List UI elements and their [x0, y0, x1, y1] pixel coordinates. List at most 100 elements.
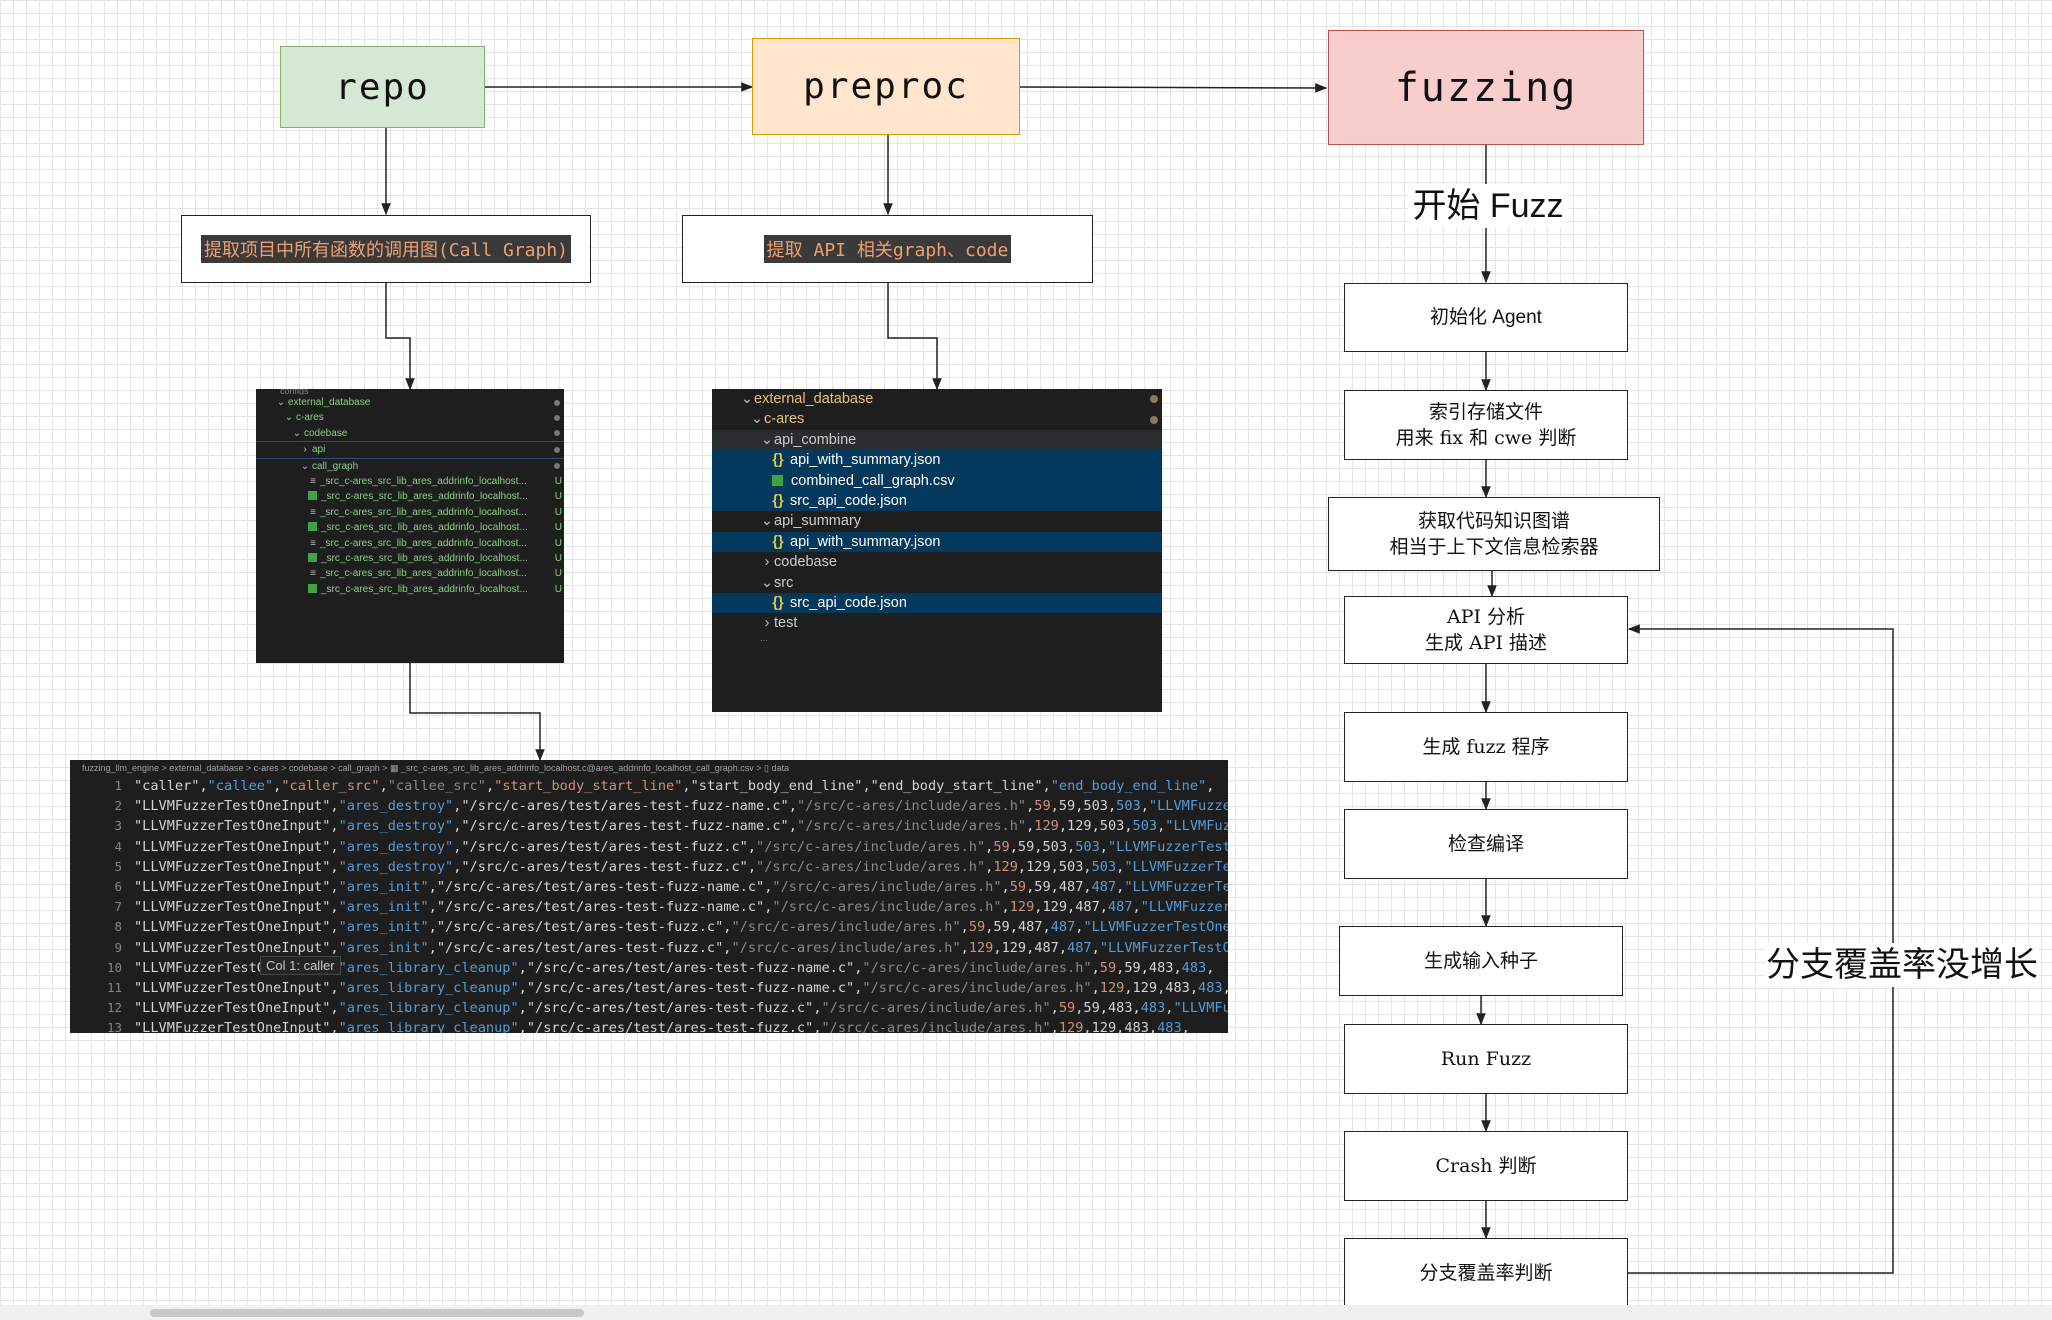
code-token: 487 — [1091, 878, 1117, 895]
code-token: "LLVMFuzzerTestOneInput" — [134, 919, 331, 936]
code-token: 483 — [1157, 1020, 1182, 1033]
chevron-down-icon: ⌄ — [292, 427, 302, 439]
tree-row-file[interactable]: _src_c-ares_src_lib_ares_addrinfo_localh… — [256, 489, 564, 504]
csv-file-icon — [308, 522, 317, 532]
code-token: , — [723, 939, 732, 956]
tree-row-external-database[interactable]: ⌄external_database — [256, 395, 564, 410]
code-token: "/src/c-ares/include/ares.h" — [796, 798, 1027, 815]
code-token: , — [1058, 939, 1068, 956]
code-token: 129 — [1042, 899, 1068, 916]
code-token: , — [330, 798, 339, 815]
code-token: 59 — [1058, 1000, 1076, 1017]
code-token: , — [518, 979, 527, 996]
code-token: "LLVMFuzzerTestOneInput" — [1140, 899, 1228, 916]
code-token: , — [379, 778, 388, 794]
step-code-knowledge-graph: 获取代码知识图谱 相当于上下文信息检索器 — [1328, 497, 1660, 571]
tree-row-file[interactable]: _src_c-ares_src_lib_ares_addrinfo_localh… — [256, 551, 564, 566]
code-token: , — [1026, 798, 1035, 815]
tree-row-call-graph[interactable]: ⌄call_graph — [256, 459, 564, 474]
code-token: , — [1050, 798, 1059, 815]
code-token: "/src/c-ares/test/ares-test-fuzz.c" — [436, 919, 724, 936]
line-number: 5 — [114, 858, 122, 874]
code-token: "ares_library_cleanup" — [338, 1000, 519, 1017]
code-line: 1"caller","callee","caller_src","callee_… — [70, 776, 1228, 796]
code-token: 129 — [1058, 1020, 1084, 1033]
chevron-right-icon: › — [764, 554, 770, 571]
tree-row-json-file[interactable]: {} src_api_code.json — [712, 592, 1162, 614]
code-token: , — [518, 959, 527, 976]
tree-row-api[interactable]: ›api — [256, 441, 564, 459]
code-token: , — [1206, 778, 1215, 794]
code-token: "caller_src" — [281, 778, 380, 794]
code-token: 129 — [1067, 818, 1092, 835]
tree-row-json-file[interactable]: {} api_with_summary.json — [712, 531, 1162, 553]
code-token: 129 — [993, 858, 1018, 875]
code-line: 13"LLVMFuzzerTestOneInput","ares_library… — [70, 1018, 1228, 1033]
code-token: 59 — [1099, 959, 1117, 976]
label-api-graph-box: 提取 API 相关graph、code — [682, 215, 1093, 283]
step-check-compile: 检查编译 — [1344, 809, 1628, 879]
tree-row-file[interactable]: ≡_src_c-ares_src_lib_ares_addrinfo_local… — [256, 474, 564, 489]
code-token: "/src/c-ares/include/ares.h" — [756, 858, 986, 875]
code-token: 503 — [1091, 858, 1117, 875]
code-token: , — [453, 838, 462, 855]
code-token: , — [1107, 798, 1117, 815]
stage-repo-label: repo — [335, 66, 430, 108]
status-dot-icon — [554, 446, 560, 453]
tree-row-file[interactable]: _src_c-ares_src_lib_ares_addrinfo_localh… — [256, 582, 564, 597]
line-number: 1 — [114, 778, 122, 793]
tree-row-external-database[interactable]: ⌄external_database — [712, 389, 1162, 409]
tree-row-api-summary[interactable]: ⌄api_summary — [712, 511, 1162, 531]
csv-code-editor: fuzzing_llm_engine > external_database >… — [70, 760, 1228, 1033]
arrow-label-to-tree-small — [385, 283, 415, 391]
code-token: 483 — [1165, 979, 1190, 996]
code-token: , — [985, 919, 994, 936]
code-token: , — [518, 1020, 527, 1033]
code-token: , — [1034, 838, 1043, 855]
code-token: , — [330, 899, 339, 916]
code-token: "LLVMFuzzerTestOneInput" — [134, 818, 331, 835]
code-token: "LLVMFuzzerTestOneInput" — [134, 858, 331, 875]
code-token: 503 — [1075, 838, 1100, 855]
code-token: , — [1173, 959, 1182, 976]
code-line: 4"LLVMFuzzerTestOneInput","ares_destroy"… — [70, 837, 1228, 857]
tree-row-c-ares[interactable]: ⌄c-ares — [712, 409, 1162, 429]
code-token: , — [1067, 838, 1076, 855]
code-token: 503 — [1058, 858, 1084, 875]
code-token: "callee" — [207, 778, 274, 794]
code-token: , — [1075, 919, 1084, 936]
code-token: , — [1026, 818, 1035, 835]
tree-row-api-combine[interactable]: ⌄api_combine — [712, 429, 1162, 451]
tree-row-c-ares[interactable]: ⌄c-ares — [256, 410, 564, 425]
line-number: 2 — [114, 798, 122, 814]
code-token: , — [854, 959, 863, 976]
tree-row-codebase[interactable]: ⌄codebase — [256, 426, 564, 441]
code-line: 7"LLVMFuzzerTestOneInput","ares_init","/… — [70, 897, 1228, 917]
tree-row-cut: configs — [280, 389, 309, 395]
code-token: , — [330, 858, 339, 875]
tree-row-src[interactable]: ⌄src — [712, 573, 1162, 593]
tree-row-csv-file[interactable]: combined_call_graph.csv — [712, 470, 1162, 491]
code-token: , — [518, 1000, 527, 1017]
tree-row-json-file[interactable]: {} src_api_code.json — [712, 490, 1162, 512]
code-token: , — [764, 878, 773, 895]
code-token: , — [1001, 899, 1010, 916]
code-token: , — [273, 778, 282, 794]
tree-row-test[interactable]: ›test — [712, 613, 1162, 633]
tree-row-file[interactable]: _src_c-ares_src_lib_ares_addrinfo_localh… — [256, 520, 564, 535]
code-token: "LLVMFuzzerTestOneInput" — [134, 798, 331, 815]
code-token: , — [453, 818, 462, 835]
code-token: , — [1009, 919, 1018, 936]
code-token: 129 — [1009, 899, 1035, 916]
code-token: , — [330, 979, 339, 996]
tree-row-cut: ... — [760, 633, 768, 642]
canvas-scrollbar[interactable] — [0, 1305, 2052, 1320]
tree-row-file[interactable]: ≡_src_c-ares_src_lib_ares_addrinfo_local… — [256, 566, 564, 581]
tree-row-file[interactable]: ≡_src_c-ares_src_lib_ares_addrinfo_local… — [256, 536, 564, 551]
scrollbar-thumb[interactable] — [150, 1309, 584, 1317]
code-token: "ares_init" — [338, 939, 429, 956]
tree-row-file[interactable]: ≡_src_c-ares_src_lib_ares_addrinfo_local… — [256, 505, 564, 520]
tree-row-json-file[interactable]: {} api_with_summary.json — [712, 450, 1162, 471]
code-token: 487 — [1034, 939, 1059, 956]
tree-row-codebase[interactable]: ›codebase — [712, 552, 1162, 572]
